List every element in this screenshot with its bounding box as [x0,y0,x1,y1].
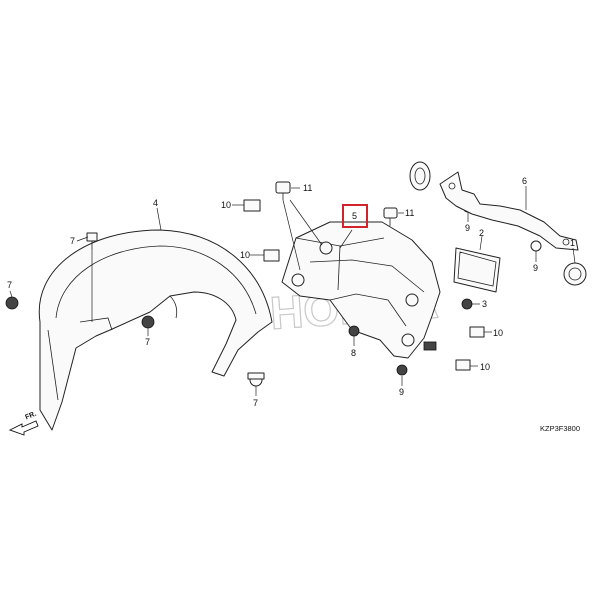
callout-9-top: 9 [465,223,470,233]
bolt-7-left [5,296,19,310]
callout-8: 8 [351,348,356,358]
callout-3: 3 [482,299,487,309]
clip-nut-10-c [469,326,485,338]
bolt-7-bottom [247,372,265,387]
callout-10-b: 10 [240,250,250,260]
diagram-code: KZP3F3800 [540,424,580,433]
rear-frame-bracket [281,221,441,359]
callout-9-right: 9 [533,263,538,273]
callout-7-bottom: 7 [253,398,258,408]
bolt-11-right [383,207,398,226]
grommet-1-right [563,262,587,286]
callout-1: 1 [570,238,575,248]
direction-label: FR. [24,411,37,422]
bolt-11-left [275,181,291,200]
callout-4: 4 [153,198,158,208]
nut-3 [461,298,473,310]
callout-5: 5 [352,211,357,221]
bolt-7-middle [141,315,155,329]
callout-10-d: 10 [480,362,490,372]
highlight-part-5: 5 [342,204,368,228]
rear-fender [38,229,273,431]
callout-7-middle: 7 [145,337,150,347]
license-stay [439,171,579,251]
nut-9-bottom [396,364,408,376]
callout-11-left: 11 [303,183,312,193]
callout-10-a: 10 [221,200,231,210]
nut-9-right [530,240,542,252]
front-direction-arrow: FR. [8,411,39,436]
reflector [453,247,501,293]
nut-8 [348,325,360,337]
clip-nut-10-d [455,359,471,371]
callout-10-c: 10 [493,328,503,338]
callout-7-left: 7 [7,280,12,290]
clip-nut-10-b [263,249,280,262]
callout-7-top: 7 [70,236,75,246]
leader-lines [9,186,576,396]
callout-6: 6 [522,176,527,186]
callout-2: 2 [479,228,484,238]
grommet-1-top [409,161,431,191]
clip-nut-10-a [243,199,261,212]
callout-9-bottom: 9 [399,387,404,397]
callout-11-right: 11 [405,208,414,218]
